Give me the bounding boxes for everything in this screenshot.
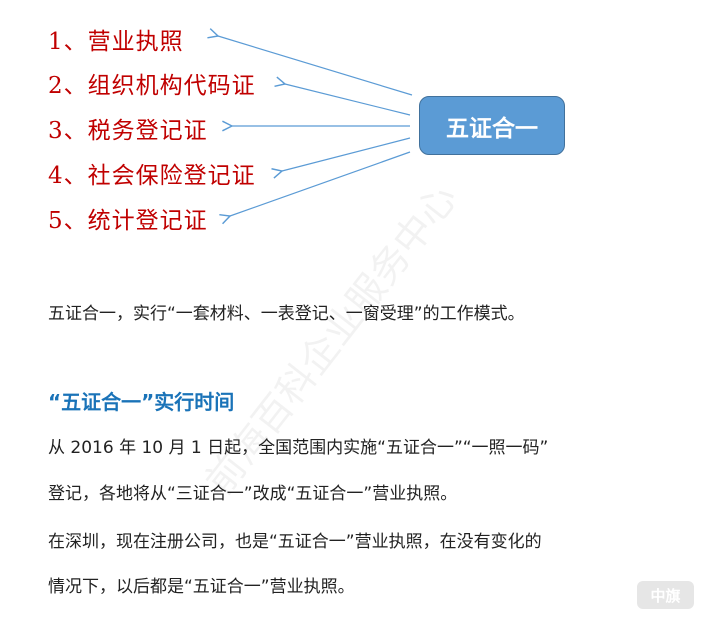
list-item-tax-registration: 3、税务登记证 [48, 118, 208, 144]
arrow-1 [218, 36, 413, 96]
list-item-statistics: 5、统计登记证 [48, 208, 208, 234]
arrow-4 [282, 137, 411, 171]
five-in-one-box: 五证合一 [419, 96, 565, 155]
section-heading: “五证合一”实行时间 [48, 390, 235, 414]
intro-text: 五证合一，实行“一套材料、一表登记、一窗受理”的工作模式。 [48, 304, 525, 324]
list-item-org-code: 2、组织机构代码证 [48, 73, 256, 99]
list-item-business-license: 1、营业执照 [48, 29, 184, 55]
arrows [0, 0, 413, 260]
body-line-2: 登记，各地将从“三证合一”改成“五证合一”营业执照。 [48, 484, 458, 504]
arrow-2 [285, 84, 411, 116]
arrow-5 [230, 151, 411, 216]
list-item-social-insurance: 4、社会保险登记证 [48, 163, 256, 189]
body-line-3: 在深圳，现在注册公司，也是“五证合一”营业执照，在没有变化的 [48, 532, 542, 552]
body-line-4: 情况下，以后都是“五证合一”营业执照。 [48, 577, 355, 597]
source-badge: 中旗 [637, 581, 694, 609]
body-line-1: 从 2016 年 10 月 1 日起，全国范围内实施“五证合一”“一照一码” [48, 438, 549, 458]
